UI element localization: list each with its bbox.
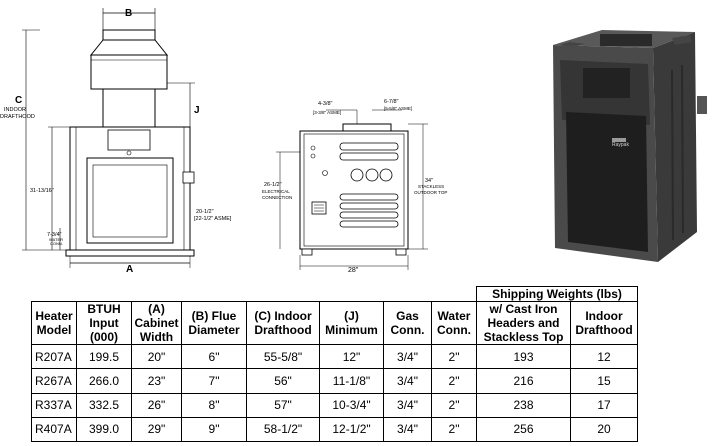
cell-gas: 3/4"	[383, 392, 432, 418]
dim-height-label: 31-13/16"	[30, 188, 54, 194]
cell-cabinet: 26"	[131, 392, 182, 418]
dim-stack-3: OUTDOOR TOP	[414, 190, 447, 195]
dim-water-label-2: CONN.	[50, 241, 63, 246]
dimension-drawings: B C INDOOR DRAFTHOOD J 31-13/16" 7-3/4" …	[0, 8, 707, 275]
rear-view-drawing	[276, 109, 428, 270]
dim-elec-2: ELECTRICAL	[262, 189, 290, 194]
dim-c-desc-1: INDOOR	[4, 107, 26, 113]
col-flue-diameter: (B) Flue Diameter	[181, 301, 247, 345]
col-gas-conn: Gas Conn.	[383, 301, 432, 345]
cell-weight-cast-iron: 256	[476, 416, 571, 443]
photo-brand-logo: Raypak	[612, 142, 629, 148]
cell-weight-indoor: 12	[570, 343, 638, 370]
table-row: R267A 266.0 23" 7" 56" 11-1/8" 3/4" 2" 2…	[31, 368, 638, 394]
cell-weight-indoor: 20	[570, 416, 638, 443]
dim-a-label: A	[126, 264, 133, 275]
cell-minimum: 10-3/4"	[319, 392, 384, 418]
cell-gas: 3/4"	[383, 416, 432, 443]
cell-model: R337A	[31, 392, 77, 418]
dim-rear-right-1: 6-7/8"	[384, 99, 399, 105]
cell-btuh: 332.5	[76, 392, 132, 418]
dim-inlet-1: 20-1/2"	[196, 209, 214, 215]
dim-stack-2: STACKLESS	[418, 184, 444, 189]
cell-cabinet: 29"	[131, 416, 182, 443]
dim-water-label-1: WATER	[49, 237, 63, 242]
table-group-header-row: Shipping Weights (lbs)	[31, 286, 638, 302]
cell-drafthood: 57"	[246, 392, 320, 418]
col-indoor-drafthood: (C) Indoor Drafthood	[246, 301, 320, 345]
col-heater-model: Heater Model	[31, 301, 77, 345]
table-row: R337A 332.5 26" 8" 57" 10-3/4" 3/4" 2" 2…	[31, 392, 638, 418]
cell-btuh: 199.5	[76, 343, 132, 370]
dim-j-label: J	[194, 105, 200, 116]
heater-photo	[553, 30, 707, 262]
specifications-table: Shipping Weights (lbs) Heater Model BTUH…	[31, 286, 638, 443]
dim-c-desc-2: DRAFTHOOD	[0, 114, 35, 120]
cell-flue: 8"	[181, 392, 247, 418]
cell-gas: 3/4"	[383, 368, 432, 394]
cell-minimum: 11-1/8"	[319, 368, 384, 394]
cell-model: R267A	[31, 368, 77, 394]
cell-weight-cast-iron: 193	[476, 343, 571, 370]
dim-rear-right-2: [5-5/8" ASME]	[384, 106, 412, 111]
col-minimum: (J) Minimum	[319, 301, 384, 345]
dim-b-label: B	[125, 8, 132, 19]
dim-water-height: 7-3/4"	[47, 232, 62, 238]
cell-gas: 3/4"	[383, 343, 432, 370]
cell-water: 2"	[431, 416, 477, 443]
dim-rear-left-1: 4-3/8"	[318, 101, 333, 107]
table-header-row: Heater Model BTUH Input (000) (A) Cabine…	[31, 301, 638, 345]
col-cabinet-width: (A) Cabinet Width	[131, 301, 182, 345]
cell-minimum: 12"	[319, 343, 384, 370]
col-btuh-input: BTUH Input (000)	[76, 301, 132, 345]
col-weight-cast-iron: w/ Cast Iron Headers and Stackless Top	[476, 301, 571, 345]
dim-rear-width: 28"	[348, 267, 359, 274]
cell-minimum: 12-1/2"	[319, 416, 384, 443]
cell-water: 2"	[431, 343, 477, 370]
cell-drafthood: 58-1/2"	[246, 416, 320, 443]
cell-model: R207A	[31, 343, 77, 370]
cell-flue: 6"	[181, 343, 247, 370]
dim-elec-1: 26-1/2"	[264, 182, 282, 188]
dim-c-label: C	[15, 95, 22, 106]
table-row: R407A 399.0 29" 9" 58-1/2" 12-1/2" 3/4" …	[31, 416, 638, 443]
dim-elec-3: CONNECTION	[262, 195, 292, 200]
dim-rear-left-2: [3-3/8" ASME]	[313, 110, 341, 115]
cell-flue: 9"	[181, 416, 247, 443]
cell-weight-indoor: 17	[570, 392, 638, 418]
cell-water: 2"	[431, 392, 477, 418]
dim-inlet-2: [22-1/2" ASME]	[194, 216, 232, 222]
cell-water: 2"	[431, 368, 477, 394]
shipping-weights-header: Shipping Weights (lbs)	[476, 286, 638, 302]
col-weight-indoor-drafthood: Indoor Drafthood	[570, 301, 638, 345]
cell-btuh: 266.0	[76, 368, 132, 394]
cell-cabinet: 23"	[131, 368, 182, 394]
cell-btuh: 399.0	[76, 416, 132, 443]
dim-stack-1: 34"	[425, 178, 433, 184]
cell-model: R407A	[31, 416, 77, 443]
cell-cabinet: 20"	[131, 343, 182, 370]
col-water-conn: Water Conn.	[431, 301, 477, 345]
cell-weight-indoor: 15	[570, 368, 638, 394]
front-view-drawing	[22, 8, 195, 268]
table-row: R207A 199.5 20" 6" 55-5/8" 12" 3/4" 2" 1…	[31, 343, 638, 370]
cell-weight-cast-iron: 238	[476, 392, 571, 418]
cell-flue: 7"	[181, 368, 247, 394]
cell-weight-cast-iron: 216	[476, 368, 571, 394]
cell-drafthood: 55-5/8"	[246, 343, 320, 370]
cell-drafthood: 56"	[246, 368, 320, 394]
